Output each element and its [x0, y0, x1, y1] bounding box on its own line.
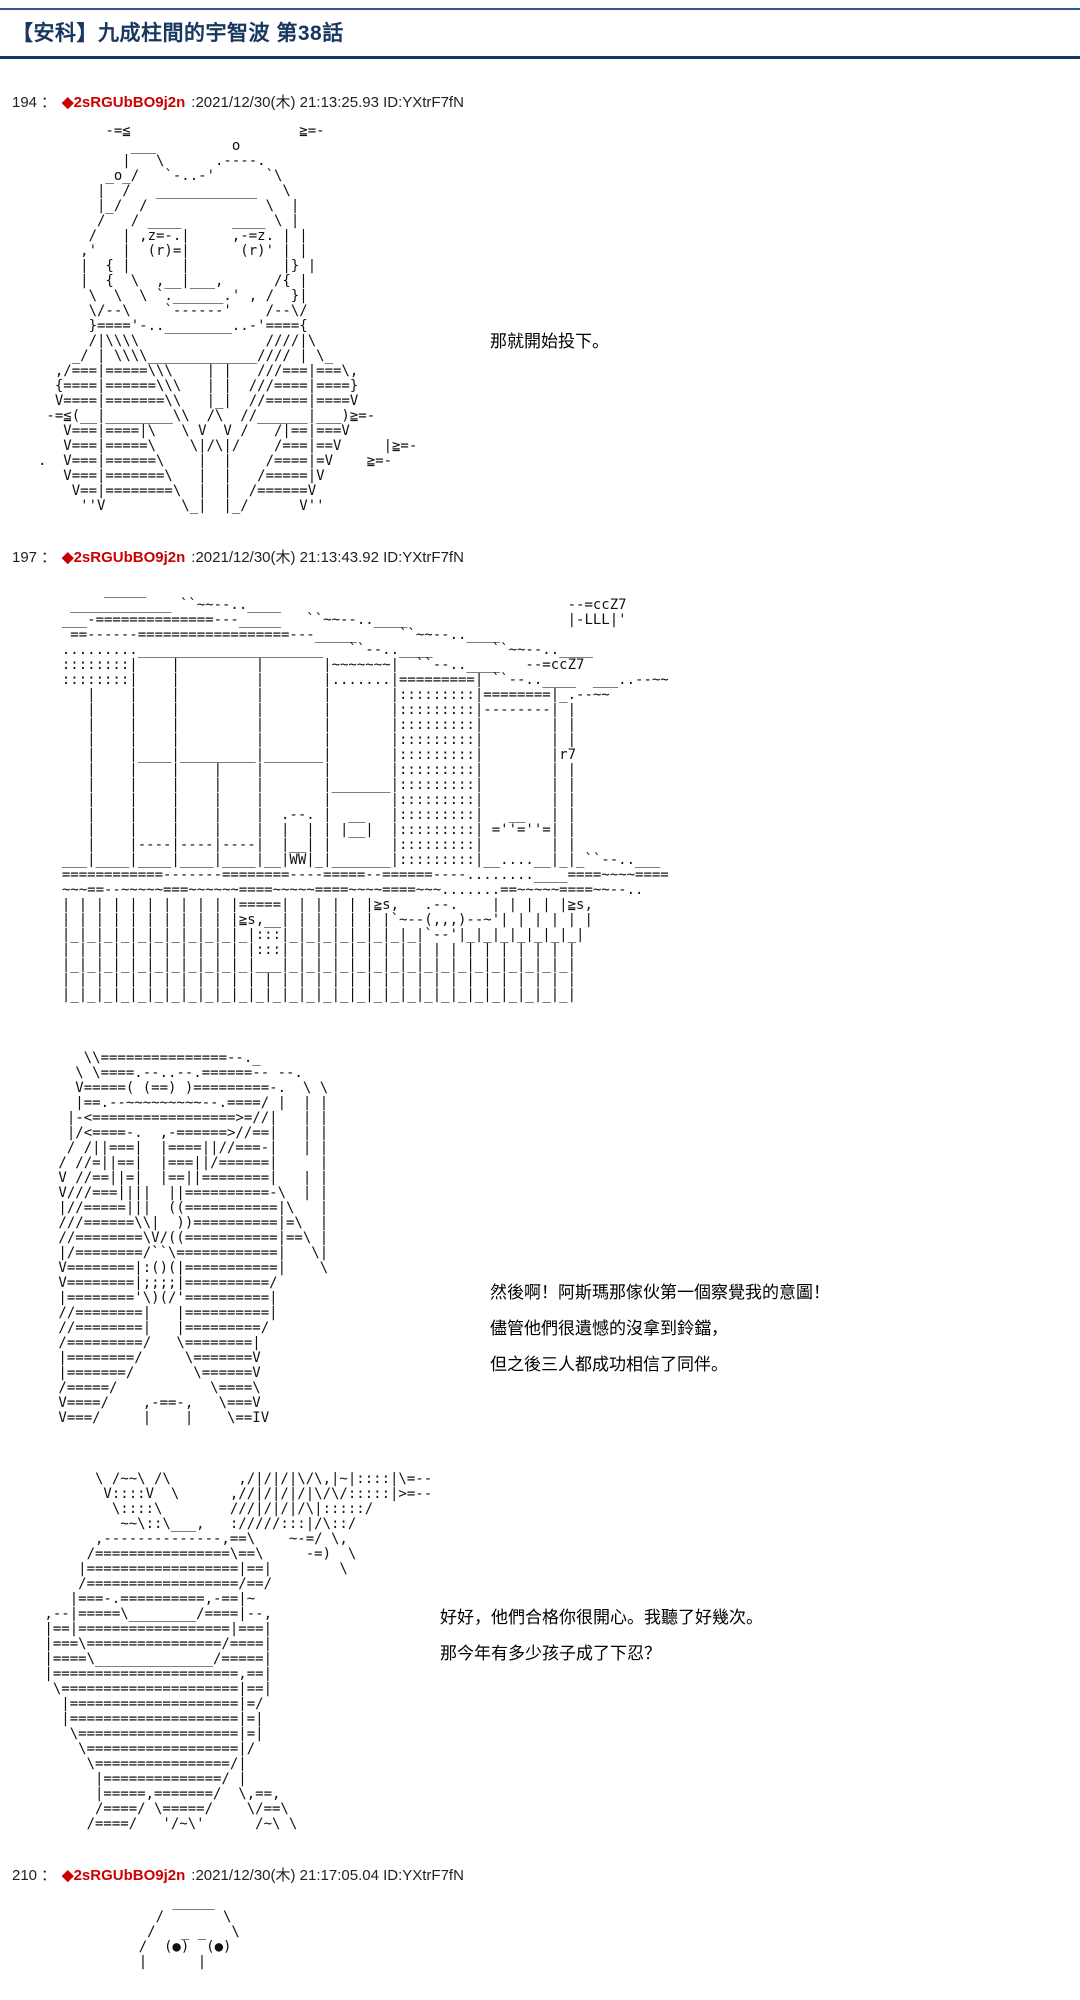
dialogue-text: 然後啊！阿斯瑪那傢伙第一個察覺我的意圖！ 儘管他們很遺憾的沒拿到鈴鐺， 但之後三… — [490, 1283, 830, 1374]
post-number[interactable]: 194 — [12, 94, 38, 111]
post-segment: \\===============--._ \ \====.--..--.===… — [0, 1003, 1080, 1426]
post-number-separator: ： — [41, 549, 57, 566]
post-tripcode: ◆2sRGUbBO9j2n — [62, 549, 186, 566]
dialogue-text: 那就開始投下。 — [490, 332, 609, 351]
post-header: 194： ◆2sRGUbBO9j2n :2021/12/30(木) 21:13:25… — [12, 91, 1080, 112]
post-number[interactable]: 210 — [12, 1867, 38, 1884]
post-194: 194： ◆2sRGUbBO9j2n :2021/12/30(木) 21:13:25… — [0, 91, 1080, 514]
post-segment: _____ / \ / _ _ \ / (●) (●) | | — [0, 1885, 1080, 1970]
ascii-art-ninja-figure: \\===============--._ \ \====.--..--.===… — [58, 1050, 329, 1426]
post-210: 210： ◆2sRGUbBO9j2n :2021/12/30(木) 21:17:05… — [0, 1864, 1080, 1970]
ascii-art-narrator-face: -=≦ ≧=- ___ o | \ .----. _o_/ `-..-' `\ … — [38, 123, 418, 514]
post-number-separator: ： — [41, 94, 57, 111]
post-tripcode: ◆2sRGUbBO9j2n — [62, 94, 186, 111]
post-datetime-id: :2021/12/30(木) 21:13:43.92 ID:YXtrF7fN — [191, 549, 464, 566]
dialogue-text: 好好，他們合格你很開心。我聽了好幾次。 那今年有多少孩子成了下忍？ — [440, 1608, 763, 1663]
post-tripcode: ◆2sRGUbBO9j2n — [62, 1867, 186, 1884]
post-number[interactable]: 197 — [12, 549, 38, 566]
post-datetime-id: :2021/12/30(木) 21:17:05.04 ID:YXtrF7fN — [191, 1867, 464, 1884]
ascii-art-face-cropped: _____ / \ / _ _ \ / (●) (●) | | — [138, 1894, 240, 1970]
post-number-separator: ： — [41, 1867, 57, 1884]
post-segment: -=≦ ≧=- ___ o | \ .----. _o_/ `-..-' `\ … — [0, 112, 1080, 514]
ascii-art-hokage-figure: \ /~~\ /\ ,/|/|/|\/\,|~|::::|\=-- V::::V… — [44, 1471, 433, 1832]
post-datetime-id: :2021/12/30(木) 21:13:25.93 ID:YXtrF7fN — [191, 94, 464, 111]
ascii-art-village-buildings: _____ ____________ ``~~--..____ --=ccZ7 … — [61, 582, 669, 1003]
post-197: 197： ◆2sRGUbBO9j2n :2021/12/30(木) 21:13:43… — [0, 546, 1080, 1832]
post-header: 210： ◆2sRGUbBO9j2n :2021/12/30(木) 21:17:05… — [12, 1864, 1080, 1885]
post-segment: _____ ____________ ``~~--..____ --=ccZ7 … — [0, 567, 1080, 1003]
thread-title: 【安科】九成柱間的宇智波 第38話 — [12, 22, 344, 45]
post-header: 197： ◆2sRGUbBO9j2n :2021/12/30(木) 21:13:43… — [12, 546, 1080, 567]
post-segment: \ /~~\ /\ ,/|/|/|\/\,|~|::::|\=-- V::::V… — [0, 1426, 1080, 1832]
thread-header: 【安科】九成柱間的宇智波 第38話 — [0, 8, 1080, 59]
